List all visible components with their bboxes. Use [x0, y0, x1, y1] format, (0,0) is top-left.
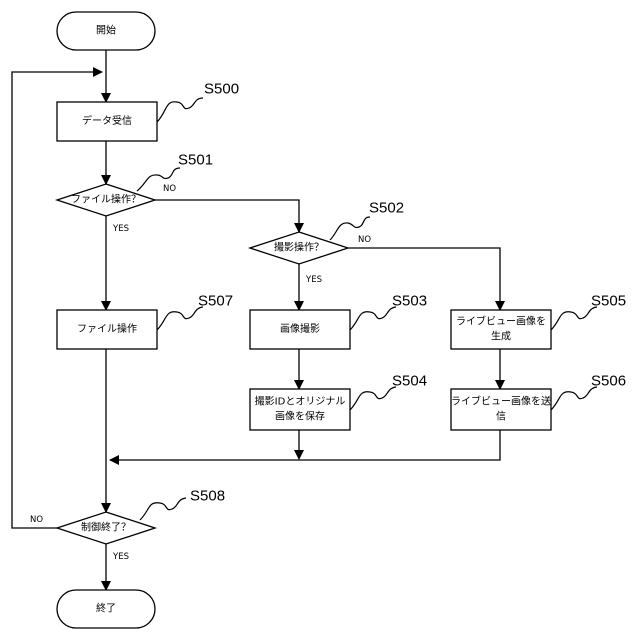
node-file-decision: ファイル操作？	[57, 184, 155, 216]
file-op-decision-label: ファイル操作？	[71, 193, 141, 206]
step-labels: S500 S501 S502 S503 S504 S505 S506 S507 …	[178, 81, 626, 505]
branch-label-file-decision-no: NO	[163, 184, 176, 194]
node-liveview-gen: ライブビュー画像を 生成	[451, 310, 551, 349]
liveview-send-label-line2: 信	[496, 411, 506, 423]
step-label-s507: S507	[198, 293, 233, 310]
step-label-s506: S506	[591, 373, 626, 390]
arrow-file-decision-no-to-shoot-decision	[155, 200, 299, 232]
liveview-gen-label-line1: ライブビュー画像を	[456, 315, 546, 328]
branch-label-file-decision-yes: YES	[112, 224, 129, 234]
step-label-s508: S508	[190, 488, 225, 505]
branch-label-shoot-decision-no: NO	[358, 235, 371, 245]
step-label-s500: S500	[204, 81, 239, 98]
callout-curl-s508	[140, 498, 186, 520]
shoot-op-decision-label: 撮影操作？	[274, 241, 324, 254]
callout-curl-s506	[551, 387, 597, 410]
save-label-line2: 画像を保存	[275, 410, 325, 423]
node-end: 終了	[57, 590, 155, 628]
node-image-capture: 画像撮影	[250, 310, 350, 349]
callout-curl-s503	[350, 307, 396, 330]
step-label-s504: S504	[392, 373, 427, 390]
node-start: 開始	[57, 12, 155, 50]
node-liveview-send: ライブビュー画像を送 信	[451, 389, 551, 430]
control-end-decision-label: 制御終了？	[81, 521, 131, 534]
step-label-s501: S501	[178, 152, 213, 169]
liveview-send-process-box	[451, 389, 551, 430]
liveview-gen-label-line2: 生成	[491, 330, 511, 343]
end-label: 終了	[96, 602, 116, 615]
branch-label-control-decision-no: NO	[30, 515, 43, 525]
step-label-s505: S505	[591, 293, 626, 310]
node-save: 撮影IDとオリジナル 画像を保存	[250, 389, 350, 430]
step-label-s502: S502	[369, 200, 404, 217]
callout-curl-s505	[551, 307, 597, 330]
file-op-label: ファイル操作	[77, 322, 137, 335]
receive-label: データ受信	[82, 114, 132, 127]
save-label-line1: 撮影IDとオリジナル	[255, 395, 346, 408]
branch-label-shoot-decision-yes: YES	[305, 275, 322, 285]
callout-curl-s504	[350, 387, 396, 410]
callout-curl-s507	[157, 307, 203, 330]
liveview-send-label-line1: ライブビュー画像を送	[451, 395, 551, 408]
step-label-s503: S503	[392, 293, 427, 310]
node-file-op: ファイル操作	[57, 310, 157, 349]
node-control-decision: 制御終了？	[57, 512, 155, 544]
image-capture-label: 画像撮影	[280, 322, 320, 335]
start-label: 開始	[96, 24, 116, 37]
save-process-box	[250, 389, 350, 430]
callout-curl-s500	[157, 98, 203, 122]
node-receive: データ受信	[57, 102, 157, 141]
branch-label-control-decision-yes: YES	[112, 552, 129, 562]
arrow-liveview-send-to-merge	[110, 430, 500, 460]
